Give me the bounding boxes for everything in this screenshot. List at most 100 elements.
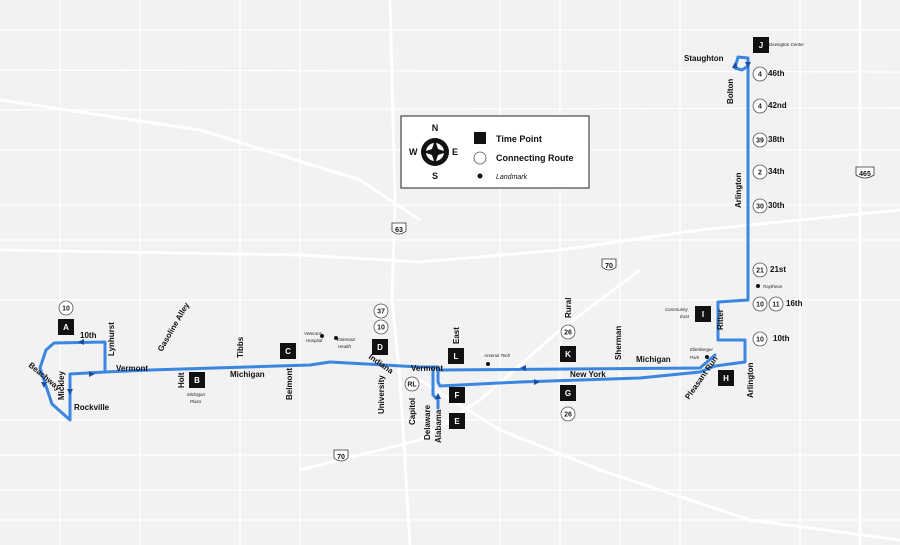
street-arlington-north: Arlington [734, 172, 743, 208]
street-michigan-west: Michigan [230, 370, 265, 379]
time-point-g: G [560, 385, 576, 401]
svg-text:11: 11 [772, 302, 780, 309]
svg-text:G: G [565, 389, 571, 398]
interstate-465-shield: 465 [855, 166, 875, 179]
svg-text:63: 63 [395, 227, 403, 234]
street-staughton: Staughton [684, 54, 724, 63]
interstate-70-north-shield: 70 [601, 258, 617, 271]
svg-text:E: E [454, 417, 460, 426]
street-21st: 21st [770, 265, 786, 274]
street-belmont: Belmont [285, 368, 294, 400]
time-point-symbol-icon [474, 132, 486, 144]
connecting-route-symbol-icon [473, 151, 487, 165]
connecting-route-10-16th: 10 [752, 296, 768, 312]
street-ritter: Ritter [716, 309, 725, 330]
street-vermont-east: Vermont [411, 364, 443, 373]
street-rural: Rural [564, 298, 573, 318]
svg-text:Park: Park [690, 355, 700, 360]
interstate-63-shield: 63 [391, 222, 407, 235]
street-capitol: Capitol [408, 398, 417, 425]
svg-text:A: A [63, 323, 69, 332]
connecting-route-26-north: 26 [560, 324, 576, 340]
svg-text:Ellenberger: Ellenberger [690, 347, 714, 352]
street-sherman: Sherman [614, 326, 623, 360]
compass-e: E [452, 147, 458, 157]
landmark-raytheon: Raytheon [756, 284, 783, 289]
landmark-veterans-hospital: Veterans Hospital [304, 331, 324, 343]
connecting-route-21: 21 [752, 262, 768, 278]
route-downtown-loop [431, 56, 750, 410]
svg-text:30: 30 [756, 204, 764, 211]
compass-rose-icon: N E S W [409, 123, 458, 181]
connecting-route-11: 11 [768, 296, 784, 312]
svg-text:East: East [680, 314, 690, 319]
connecting-route-4-42nd: 4 [752, 98, 768, 114]
svg-text:26: 26 [564, 330, 572, 337]
svg-text:4: 4 [758, 104, 762, 111]
direction-arrows [41, 62, 751, 399]
svg-text:J: J [759, 41, 763, 50]
landmark-eskenazi-health: Eskenazi Health [334, 336, 356, 349]
street-new-york: New York [570, 370, 606, 379]
svg-text:C: C [285, 347, 291, 356]
street-alabama: Alabama [434, 409, 443, 443]
street-46th: 46th [768, 69, 785, 78]
street-10th-west: 10th [80, 331, 97, 340]
street-38th: 38th [768, 135, 785, 144]
svg-text:39: 39 [756, 138, 764, 145]
svg-text:Veterans: Veterans [304, 331, 323, 336]
svg-text:Community: Community [665, 307, 689, 312]
svg-text:70: 70 [337, 454, 345, 461]
landmark-arsenal-tech: Arsenal Tech [483, 353, 511, 366]
street-rockville: Rockville [74, 403, 110, 412]
street-east: East [452, 327, 461, 344]
connecting-route-10-mid: 10 [373, 319, 389, 335]
connecting-route-26-south: 26 [560, 406, 576, 422]
time-point-b: B [189, 372, 205, 388]
compass-s: S [432, 171, 438, 181]
street-michigan-east: Michigan [636, 355, 671, 364]
connecting-route-4-46th: 4 [752, 66, 768, 82]
svg-text:F: F [455, 391, 460, 400]
svg-text:2: 2 [758, 170, 762, 177]
landmark-devington-center: Devington Center [769, 42, 805, 47]
interstate-70-south-shield: 70 [333, 449, 349, 462]
svg-text:L: L [454, 352, 459, 361]
route-west-loop [38, 340, 107, 422]
svg-text:Eskenazi: Eskenazi [337, 337, 356, 342]
connecting-route-10-10th: 10 [752, 331, 768, 347]
street-delaware: Delaware [423, 404, 432, 440]
svg-text:26: 26 [564, 412, 572, 419]
time-point-a: A [58, 319, 74, 335]
connecting-route-37: 37 [373, 303, 389, 319]
time-point-d: D [372, 339, 388, 355]
connecting-route-2: 2 [752, 164, 768, 180]
compass-w: W [409, 147, 418, 157]
street-vermont-west: Vermont [116, 364, 148, 373]
time-point-h: H [718, 370, 734, 386]
svg-text:B: B [194, 376, 200, 385]
svg-text:I: I [702, 310, 704, 319]
svg-text:10: 10 [756, 302, 764, 309]
time-point-j: J [753, 37, 769, 53]
time-point-c: C [280, 343, 296, 359]
time-point-k: K [560, 346, 576, 362]
time-point-l: L [448, 348, 464, 364]
street-gasoline-alley: Gasoline Alley [156, 301, 191, 353]
connecting-route-10-west: 10 [58, 300, 74, 316]
svg-text:37: 37 [377, 309, 385, 316]
street-tibbs: Tibbs [236, 336, 245, 358]
street-university: University [377, 375, 386, 414]
street-pleasant-run: Pleasant Run [683, 354, 720, 401]
legend: N E S W Time Point Connecting Route Land… [400, 115, 590, 189]
landmark-michigan-plaza: Michigan Plaza [187, 392, 206, 404]
svg-text:Arsenal Tech: Arsenal Tech [483, 353, 511, 358]
svg-text:K: K [565, 350, 571, 359]
svg-text:10: 10 [62, 306, 70, 313]
svg-text:465: 465 [859, 171, 871, 178]
route-west-east-main [103, 360, 440, 384]
street-16th: 16th [786, 299, 803, 308]
svg-text:RL: RL [407, 382, 417, 389]
